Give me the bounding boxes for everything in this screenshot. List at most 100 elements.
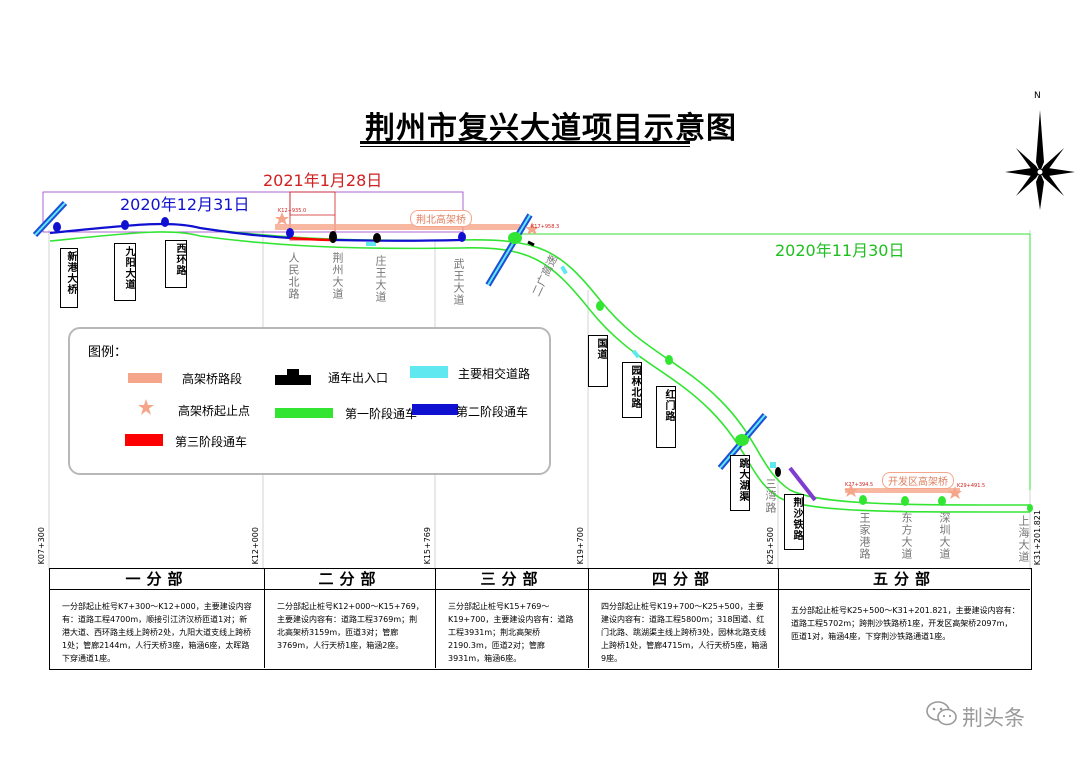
crossroad-mark — [631, 349, 641, 359]
section-2-desc: 二分部起止桩号K12+000～K15+769，主要建设内容有：道路工程3769m… — [277, 602, 424, 650]
exit-zhuangwang — [373, 233, 381, 243]
node-renmin — [286, 228, 294, 238]
title-underline — [360, 141, 690, 144]
title-underline-thin — [360, 146, 690, 147]
compass-rose-icon — [1005, 110, 1075, 210]
legend-label-phase1: 第一阶段通车 — [345, 407, 418, 421]
elevated-end-star — [948, 486, 962, 499]
road-sanwan: 三湾路 — [764, 478, 777, 514]
exit-sanwan — [775, 467, 781, 477]
node-tiaohu — [735, 434, 749, 446]
legend-swatch-star-icon — [138, 399, 154, 415]
section-3: 三分部 三分部起止桩号K15+769～K19+700，主要建设内容有：道路工程3… — [436, 569, 589, 668]
node-erguang — [508, 232, 522, 244]
exit-erguang — [527, 240, 535, 247]
phase1-extent — [515, 233, 1031, 490]
section-4-desc: 四分部起止桩号K19+700～K25+500，主要建设内容有：道路工程5800m… — [601, 602, 768, 663]
bridge-xihuan: 西环路 — [165, 240, 187, 288]
section-3-desc: 三分部起止桩号K15+769～K19+700，主要建设内容有：道路工程3931m… — [448, 602, 574, 663]
road-shanghai: 上海大道 — [1017, 515, 1030, 563]
page-title: 荆州市复兴大道项目示意图 — [365, 111, 737, 146]
section-4-title: 四分部 — [589, 569, 778, 590]
road-renmin: 人民北路 — [287, 252, 300, 300]
bridge-name: 园林北路 — [629, 365, 640, 409]
bridge-tiaohu: 跳大湖渠 — [730, 455, 750, 511]
road-jingzhou: 荆州大道 — [331, 252, 344, 300]
bridge-hongmen: 红门路 — [656, 386, 676, 448]
elevated-end-star — [525, 222, 539, 235]
legend-swatch-phase3 — [125, 434, 163, 446]
road-shenzhen: 深圳大道 — [938, 512, 951, 560]
bridge-name: 九阳大道 — [123, 246, 134, 290]
section-5-title: 五分部 — [779, 569, 1030, 590]
road-zhuangwang: 庄王大道 — [374, 255, 387, 303]
section-5-desc: 五分部起止桩号K25+500～K31+201.821，主要建设内容有：道路工程5… — [791, 606, 1020, 641]
elevated-start-star — [844, 484, 858, 497]
stake-k31: K31+201.821 — [1033, 510, 1042, 566]
phase2-upper — [49, 222, 291, 240]
crossroad-mark — [366, 242, 376, 246]
exit-jingzhou — [329, 231, 337, 243]
phase3-extent — [289, 191, 336, 241]
legend-swatch-crossroad — [410, 366, 448, 378]
phase3-date: 2021年1月28日 — [263, 171, 383, 190]
bridge-jingsha: 荆沙铁路 — [784, 494, 804, 550]
legend-label-phase2: 第二阶段通车 — [456, 405, 529, 419]
stake-k25: K25+500 — [766, 527, 775, 565]
road-dongfang: 东方大道 — [900, 512, 913, 560]
wechat-icon — [926, 701, 957, 726]
legend-label-crossroad: 主要相交道路 — [458, 367, 531, 381]
bridge-yuanlin: 园林北路 — [622, 362, 642, 418]
legend-swatch-phase2 — [412, 404, 458, 415]
svg-text:K12+935.0: K12+935.0 — [278, 208, 306, 214]
road-wuwang: 武王大道 — [452, 258, 465, 306]
elevated-start-star — [275, 212, 289, 225]
phase2-upper-b — [334, 238, 461, 242]
node-wangjiagang — [859, 495, 867, 505]
node-shenzhen — [938, 496, 946, 506]
section-4: 四分部 四分部起止桩号K19+700～K25+500，主要建设内容有：道路工程5… — [589, 569, 779, 668]
section-3-title: 三分部 — [436, 569, 588, 590]
section-5: 五分部 五分部起止桩号K25+500～K31+201.821，主要建设内容有：道… — [779, 569, 1030, 668]
phase2-date: 2020年12月31日 — [120, 195, 250, 214]
node-jiuyang — [121, 220, 129, 230]
crossroad-mark — [770, 462, 776, 468]
stake-k15: K15+769 — [423, 527, 432, 565]
stake-k7: K07+300 — [37, 527, 46, 565]
node-dongfang — [901, 496, 909, 506]
section-1: 一分部 一分部起止桩号K7+300～K12+000，主要建设内容有：道路工程47… — [50, 569, 265, 668]
node-xingang — [53, 222, 61, 232]
legend-heading: 图例： — [88, 345, 128, 360]
section-1-title: 一分部 — [50, 569, 264, 590]
stake-k19: K19+700 — [576, 527, 585, 565]
legend-label-elevated: 高架桥路段 — [182, 372, 243, 386]
bridge-jiuyang: 九阳大道 — [114, 243, 136, 301]
road-wangjiagang: 王家港路 — [858, 512, 871, 560]
section-2-title: 二分部 — [265, 569, 435, 590]
section-table: 一分部 一分部起止桩号K7+300～K12+000，主要建设内容有：道路工程47… — [49, 568, 1032, 670]
jingbei-elevated — [275, 224, 520, 230]
bridge-name: 西环路 — [174, 243, 185, 276]
stake-k12: K12+000 — [251, 527, 260, 565]
phase1-date: 2020年11月30日 — [775, 241, 905, 260]
svg-text:K27+394.5: K27+394.5 — [845, 482, 873, 488]
legend-swatch-elevated — [128, 373, 162, 383]
bridge-name: 红门路 — [663, 389, 674, 422]
node-xihuan — [161, 217, 169, 227]
svg-text:K29+491.5: K29+491.5 — [957, 483, 985, 489]
bridge-name: 跳大湖渠 — [737, 458, 748, 502]
legend: 图例： 高架桥路段 通车出入口 主要相交道路 高架桥起止点 第一阶段通车 第二阶… — [68, 327, 551, 475]
jingbei-elevated-label: 荆北高架桥 — [410, 210, 472, 227]
bridge-318: 国道 — [588, 335, 608, 387]
bridge-xingang: 新港大桥 — [60, 248, 78, 308]
kaifaqu-elevated-label: 开发区高架桥 — [882, 472, 954, 489]
svg-text:K17+958.3: K17+958.3 — [531, 224, 559, 230]
bridge-name: 荆沙铁路 — [791, 497, 802, 541]
crossroad-mark — [560, 265, 568, 275]
bridge-name: 国道 — [595, 338, 606, 360]
section-1-desc: 一分部起止桩号K7+300～K12+000，主要建设内容有：道路工程4700m，… — [62, 602, 252, 663]
node-hongmen — [665, 355, 673, 365]
compass-north-label: N — [1034, 91, 1041, 101]
legend-label-star: 高架桥起止点 — [178, 404, 251, 418]
